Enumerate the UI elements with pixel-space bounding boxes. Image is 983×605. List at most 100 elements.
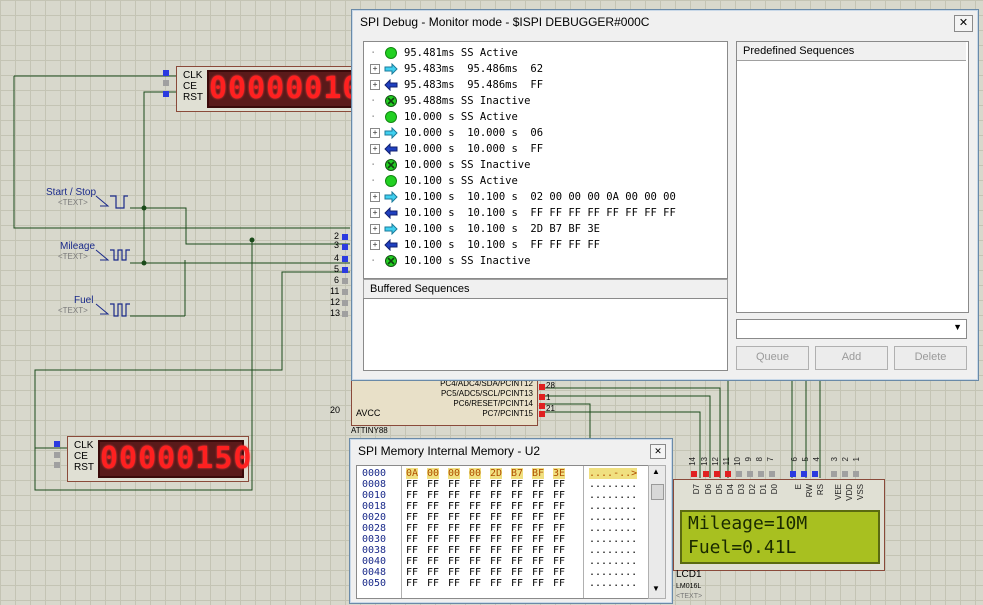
log-row[interactable]: +10.100 s 10.100 s 02 00 00 00 0A 00 00 … [370,189,676,205]
memory-byte[interactable]: FF [469,501,482,512]
memory-byte[interactable]: FF [553,534,566,545]
memory-byte[interactable]: FF [406,490,419,501]
memory-byte[interactable]: FF [448,523,461,534]
memory-byte[interactable]: FF [532,578,545,589]
memory-byte[interactable]: FF [553,523,566,534]
memory-byte[interactable]: FF [490,490,503,501]
memory-byte[interactable]: FF [469,567,482,578]
memory-byte[interactable]: FF [553,512,566,523]
memory-byte[interactable]: FF [511,545,524,556]
memory-byte[interactable]: FF [427,556,440,567]
memory-byte[interactable]: 2D [490,468,503,479]
log-row[interactable]: +10.000 s 10.000 s 06 [370,125,543,141]
spi-log-panel[interactable]: ·95.481ms SS Active+95.483ms 95.486ms 62… [363,41,728,279]
memory-byte[interactable]: FF [427,523,440,534]
log-row[interactable]: ·95.488ms SS Inactive [370,93,530,109]
close-button[interactable]: ✕ [954,15,973,32]
memory-byte[interactable]: FF [511,523,524,534]
memory-byte[interactable]: FF [469,545,482,556]
memory-byte[interactable]: FF [511,534,524,545]
expand-icon[interactable]: + [370,224,380,234]
buffered-sequences-panel[interactable] [363,298,728,371]
memory-byte[interactable]: FF [448,479,461,490]
log-row[interactable]: +10.000 s 10.000 s FF [370,141,543,157]
memory-byte[interactable]: FF [511,490,524,501]
memory-byte[interactable]: FF [427,578,440,589]
memory-byte[interactable]: FF [553,578,566,589]
memory-byte[interactable]: FF [511,479,524,490]
sequence-select[interactable]: ▼ [736,319,967,339]
memory-byte[interactable]: BF [532,468,545,479]
memory-byte[interactable]: FF [427,567,440,578]
memory-byte[interactable]: FF [448,512,461,523]
log-row[interactable]: ·10.000 s SS Active [370,109,518,125]
memory-byte[interactable]: FF [406,556,419,567]
memory-byte[interactable]: FF [532,512,545,523]
memory-byte[interactable]: FF [490,479,503,490]
expand-icon[interactable]: + [370,128,380,138]
queue-button[interactable]: Queue [736,346,809,370]
scroll-thumb[interactable] [651,484,664,500]
log-row[interactable]: +95.483ms 95.486ms 62 [370,61,543,77]
memory-byte[interactable]: FF [406,578,419,589]
log-row[interactable]: ·95.481ms SS Active [370,45,518,61]
memory-scrollbar[interactable]: ▲ ▼ [648,465,666,599]
memory-byte[interactable]: FF [427,545,440,556]
add-button[interactable]: Add [815,346,888,370]
log-row[interactable]: +10.100 s 10.100 s 2D B7 BF 3E [370,221,600,237]
memory-byte[interactable]: FF [532,479,545,490]
spi-debug-window[interactable]: SPI Debug - Monitor mode - $ISPI DEBUGGE… [351,9,979,381]
memory-byte[interactable]: 00 [427,468,440,479]
memory-byte[interactable]: FF [469,523,482,534]
memory-byte[interactable]: FF [406,523,419,534]
scroll-down-icon[interactable]: ▼ [652,584,660,593]
log-row[interactable]: +10.100 s 10.100 s FF FF FF FF FF FF FF … [370,205,676,221]
memory-byte[interactable]: FF [427,490,440,501]
memory-byte[interactable]: FF [490,545,503,556]
memory-byte[interactable]: FF [490,534,503,545]
memory-byte[interactable]: 0A [406,468,419,479]
memory-byte[interactable]: FF [511,501,524,512]
memory-byte[interactable]: FF [553,501,566,512]
memory-byte[interactable]: B7 [511,468,524,479]
memory-byte[interactable]: FF [490,578,503,589]
memory-byte[interactable]: FF [511,578,524,589]
memory-byte[interactable]: 00 [469,468,482,479]
memory-byte[interactable]: FF [469,490,482,501]
memory-byte[interactable]: 3E [553,468,566,479]
memory-byte[interactable]: FF [532,523,545,534]
predefined-sequences-panel[interactable]: Predefined Sequences [736,41,969,313]
memory-byte[interactable]: FF [532,534,545,545]
memory-byte[interactable]: FF [553,490,566,501]
expand-icon[interactable]: + [370,192,380,202]
memory-byte[interactable]: FF [511,512,524,523]
memory-byte[interactable]: FF [490,567,503,578]
log-row[interactable]: +10.100 s 10.100 s FF FF FF FF [370,237,600,253]
memory-byte[interactable]: FF [511,567,524,578]
expand-icon[interactable]: + [370,208,380,218]
delete-button[interactable]: Delete [894,346,967,370]
log-row[interactable]: ·10.000 s SS Inactive [370,157,530,173]
memory-byte[interactable]: FF [406,501,419,512]
memory-byte[interactable]: FF [448,501,461,512]
memory-byte[interactable]: FF [448,556,461,567]
memory-byte[interactable]: FF [406,567,419,578]
memory-byte[interactable]: FF [553,479,566,490]
memory-byte[interactable]: FF [511,556,524,567]
memory-byte[interactable]: 00 [448,468,461,479]
memory-byte[interactable]: FF [490,512,503,523]
memory-byte[interactable]: FF [553,556,566,567]
memory-byte[interactable]: FF [448,578,461,589]
scroll-up-icon[interactable]: ▲ [652,467,660,476]
memory-byte[interactable]: FF [427,512,440,523]
memory-byte[interactable]: FF [532,556,545,567]
expand-icon[interactable]: + [370,80,380,90]
memory-byte[interactable]: FF [406,479,419,490]
log-row[interactable]: +95.483ms 95.486ms FF [370,77,543,93]
memory-byte[interactable]: FF [469,534,482,545]
memory-byte[interactable]: FF [427,479,440,490]
memory-byte[interactable]: FF [448,534,461,545]
memory-byte[interactable]: FF [406,545,419,556]
